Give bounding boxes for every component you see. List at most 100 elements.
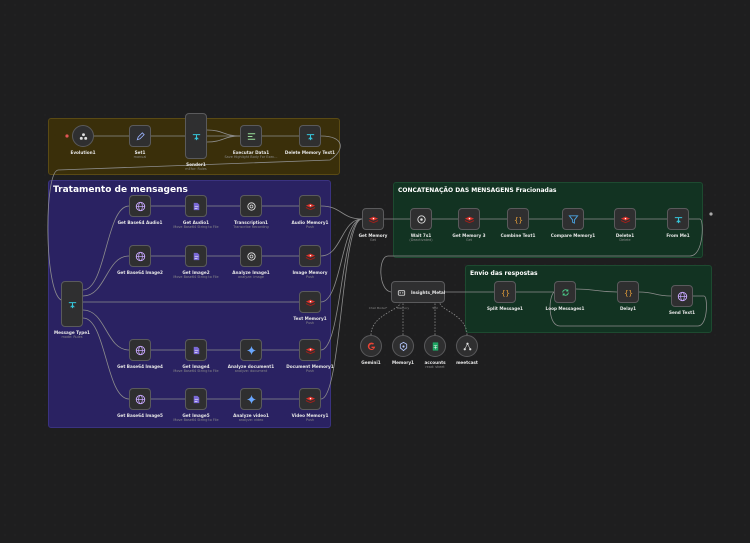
node-title: Audio Memory1	[291, 220, 329, 225]
node-title: Loop Messages1	[545, 306, 585, 311]
wire	[320, 218, 363, 303]
node-title: Insights_Metal	[411, 289, 446, 295]
node-sender1[interactable]	[185, 113, 207, 159]
code-icon: {}	[623, 287, 634, 298]
node-get-memory3[interactable]	[458, 208, 480, 230]
file-icon	[191, 251, 202, 262]
node-subtitle: Move Base64 String to File	[173, 275, 219, 279]
node-executar[interactable]	[240, 125, 262, 147]
node-accounts[interactable]	[424, 335, 446, 357]
node-subtitle: Transcribe Recording	[233, 225, 269, 229]
group-tratamento[interactable]: Tratamento de mensagens	[48, 180, 331, 428]
svg-text:{}: {}	[624, 288, 633, 297]
node-get-base64-audio[interactable]	[129, 195, 151, 217]
redis-icon	[305, 297, 316, 308]
node-delete-memory-text[interactable]	[299, 125, 321, 147]
node-message-type[interactable]	[61, 281, 83, 327]
redis-icon	[305, 345, 316, 356]
switch-icon	[67, 299, 78, 310]
node-set1[interactable]	[129, 125, 151, 147]
node-title: Message Type1	[54, 330, 90, 335]
node-title: Compare Memory1	[550, 233, 596, 238]
file-icon	[191, 394, 202, 405]
node-get-base64-image2[interactable]	[129, 245, 151, 267]
node-meetcast[interactable]	[456, 335, 478, 357]
node-document-memory[interactable]	[299, 339, 321, 361]
node-delay1[interactable]: {}	[617, 281, 639, 303]
node-gemini[interactable]	[360, 335, 382, 357]
redis-icon	[305, 251, 316, 262]
node-memory[interactable]	[392, 335, 414, 357]
node-get-base64-image4[interactable]	[129, 339, 151, 361]
node-subtitle: Push	[305, 225, 315, 229]
node-wait[interactable]	[410, 208, 432, 230]
output-port[interactable]	[709, 212, 713, 216]
node-text-memory[interactable]	[299, 291, 321, 313]
node-evolution[interactable]	[72, 125, 94, 147]
node-title: Analyze video1	[233, 413, 269, 418]
node-send-text[interactable]	[671, 285, 693, 307]
node-audio-memory[interactable]	[299, 195, 321, 217]
node-title: Sender1	[186, 162, 206, 167]
node-title: Gemini1	[361, 360, 381, 365]
group-title: CONCATENAÇÃO DAS MENSAGENS Fracionadas	[398, 187, 557, 194]
node-title: Executar Data1	[232, 150, 270, 155]
wire	[549, 291, 707, 327]
node-subtitle: Push	[305, 321, 315, 325]
node-analyze-document[interactable]	[240, 339, 262, 361]
node-subtitle: mode: Rules	[61, 335, 83, 339]
wire	[82, 309, 130, 351]
node-get-image5[interactable]	[185, 388, 207, 410]
redis-icon	[305, 201, 316, 212]
node-delete1[interactable]	[614, 208, 636, 230]
port-label-memory: Memory	[396, 306, 410, 310]
node-get-base64-image5[interactable]	[129, 388, 151, 410]
node-get-audio[interactable]	[185, 195, 207, 217]
group-concatenacao[interactable]: CONCATENAÇÃO DAS MENSAGENS Fracionadas	[393, 182, 703, 258]
node-combine-text[interactable]: {}	[507, 208, 529, 230]
node-split-message[interactable]: {}	[494, 281, 516, 303]
node-label: Get Base64 Image4	[117, 364, 163, 369]
evolution-icon	[78, 131, 89, 142]
globe-icon	[135, 201, 146, 212]
node-title: Transcription1	[234, 220, 268, 225]
node-loop-messages[interactable]	[554, 281, 576, 303]
globe-icon	[135, 345, 146, 356]
node-label: Send Text1	[669, 310, 695, 315]
node-get-image2[interactable]	[185, 245, 207, 267]
node-label: Get Base64 Image2	[117, 270, 163, 275]
node-subtitle: Save Highlight Body For Exec...	[224, 155, 278, 159]
wire	[82, 255, 130, 297]
node-analyze-video[interactable]	[240, 388, 262, 410]
node-subtitle: Move Base64 String to File	[173, 418, 219, 422]
node-get-memory[interactable]	[362, 208, 384, 230]
node-video-memory[interactable]	[299, 388, 321, 410]
node-analyze-image[interactable]	[240, 245, 262, 267]
node-insights-metal[interactable]: Insights_Metal	[391, 281, 445, 303]
node-title: Get Audio1	[182, 220, 210, 225]
node-label: Delay1	[620, 306, 636, 311]
node-title: meetcast	[456, 360, 478, 365]
node-subtitle: Push	[305, 275, 315, 279]
node-get-image4[interactable]	[185, 339, 207, 361]
node-title: Combine Text1	[500, 233, 536, 238]
node-transcription[interactable]	[240, 195, 262, 217]
node-from-me[interactable]	[667, 208, 689, 230]
pencil-icon	[135, 131, 146, 142]
trigger-port[interactable]	[65, 134, 69, 138]
node-subtitle: analyze: document	[234, 369, 268, 373]
node-image-memory[interactable]	[299, 245, 321, 267]
file-icon	[191, 345, 202, 356]
wire	[82, 205, 130, 291]
node-compare-memory[interactable]	[562, 208, 584, 230]
group-envio[interactable]: Envio das respostas	[465, 265, 712, 333]
